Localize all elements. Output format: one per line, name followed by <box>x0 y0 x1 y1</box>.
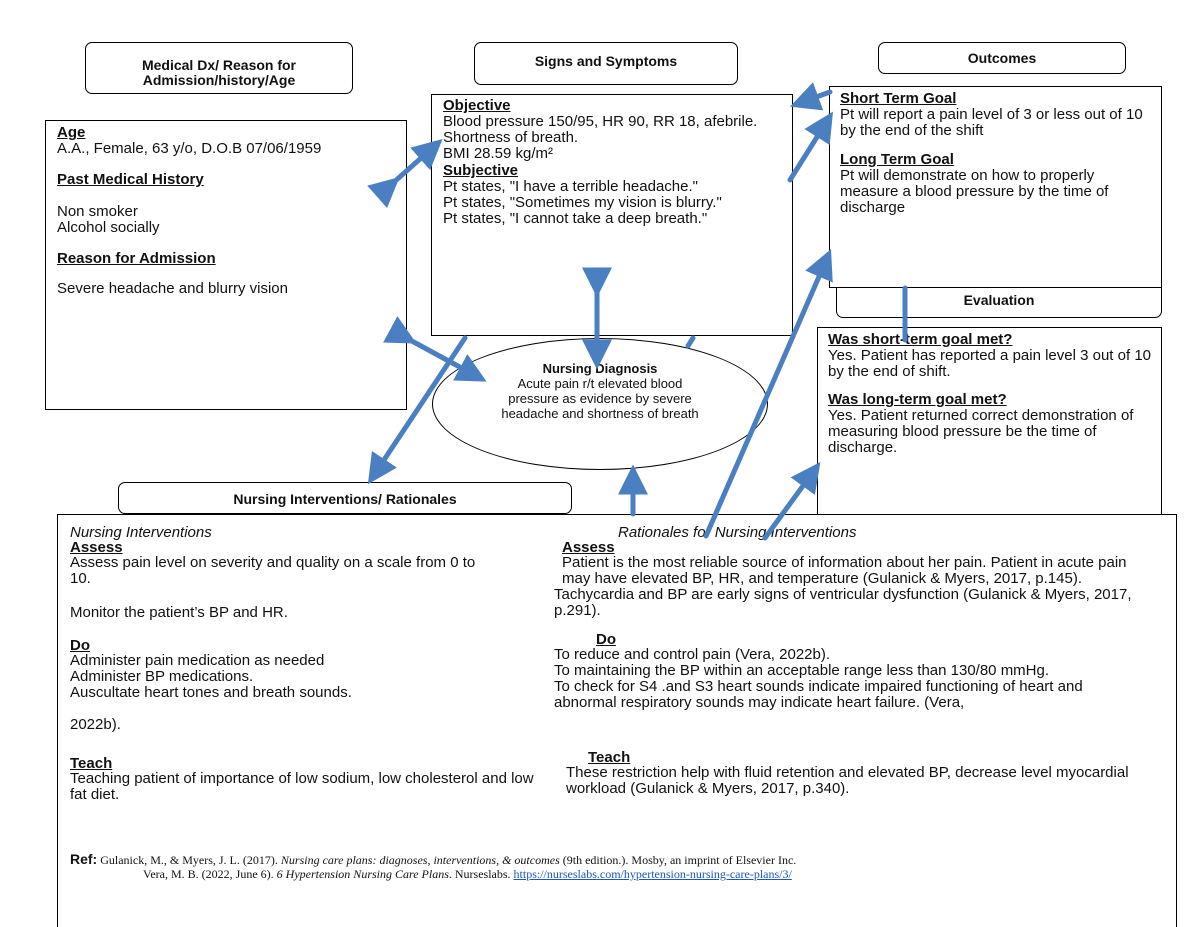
short-goal-heading: Short Term Goal <box>840 90 957 107</box>
intervention-item: Assess pain level on severity and qualit… <box>70 554 476 587</box>
interventions-title: Nursing Interventions <box>70 524 212 541</box>
reason-text: Severe headache and blurry vision <box>57 280 288 297</box>
eval-short-question: Was short-term goal met? <box>828 331 1013 348</box>
eval-short-answer: Yes. Patient has reported a pain level 3… <box>828 347 1152 380</box>
eval-long-question: Was long-term goal met? <box>828 391 1007 408</box>
outcomes-header: Outcomes <box>878 42 1126 74</box>
ref2-title: 6 Hypertension Nursing Care Plans <box>276 867 449 881</box>
subjective-line: Pt states, "I have a terrible headache." <box>443 178 698 195</box>
medical-dx-header: Medical Dx/ Reason for Admission/history… <box>85 42 353 94</box>
arrow-to-short-goal <box>787 111 833 183</box>
do-label: Do <box>70 637 90 654</box>
intervention-item: Monitor the patient’s BP and HR. <box>70 604 288 621</box>
references: Ref: Gulanick, M., & Myers, J. L. (2017)… <box>70 852 1160 881</box>
ref1-title: Nursing care plans: diagnoses, intervent… <box>280 853 560 867</box>
objective-heading: Objective <box>443 97 511 114</box>
do-label: Do <box>596 631 616 648</box>
ref2-link[interactable]: https://nurseslabs.com/hypertension-nurs… <box>513 867 792 881</box>
age-text: A.A., Female, 63 y/o, D.O.B 07/06/1959 <box>57 140 322 157</box>
eval-long-answer: Yes. Patient returned correct demonstrat… <box>828 407 1134 456</box>
intervention-item: Administer pain medication as needed <box>70 652 325 669</box>
objective-line: Shortness of breath. <box>443 129 579 146</box>
pmh-line: Alcohol socially <box>57 219 160 236</box>
subjective-line: Pt states, "Sometimes my vision is blurr… <box>443 194 722 211</box>
rationale-item: Tachycardia and BP are early signs of ve… <box>554 586 1132 619</box>
interventions-column: Nursing Interventions Assess Assess pain… <box>70 525 550 803</box>
intervention-item: 2022b). <box>70 716 121 733</box>
interventions-box: Nursing Interventions Assess Assess pain… <box>57 514 1177 927</box>
subjective-line: Pt states, "I cannot take a deep breath.… <box>443 210 708 227</box>
intervention-item: Teaching patient of importance of low so… <box>70 770 534 803</box>
short-goal-text: Pt will report a pain level of 3 or less… <box>840 106 1143 139</box>
outcomes-box: Short Term Goal Pt will report a pain le… <box>829 86 1162 288</box>
rationales-title: Rationales for Nursing Interventions <box>618 524 857 541</box>
diagnosis-ellipse: Nursing Diagnosis Acute pain r/t elevate… <box>432 338 768 470</box>
long-goal-text: Pt will demonstrate on how to properly m… <box>840 167 1109 216</box>
rationales-column: Rationales for Nursing Interventions Ass… <box>554 525 1154 797</box>
assess-label: Assess <box>562 539 615 556</box>
long-goal-heading: Long Term Goal <box>840 151 954 168</box>
arrow-outcomes-signs <box>789 82 833 111</box>
ref1-publisher: (9th edition.). Mosby, an imprint of Els… <box>562 853 797 867</box>
reason-heading: Reason for Admission <box>57 250 216 267</box>
rationale-item: To check for S4 .and S3 heart sounds ind… <box>554 678 1083 711</box>
signs-symptoms-header: Signs and Symptoms <box>474 42 738 85</box>
intervention-item: Auscultate heart tones and breath sounds… <box>70 684 352 701</box>
arrow-ellipse-signs <box>685 335 696 349</box>
subjective-heading: Subjective <box>443 162 519 179</box>
teach-label: Teach <box>588 749 631 766</box>
intervention-item: Administer BP medications. <box>70 668 254 685</box>
diagnosis-heading: Nursing Diagnosis <box>542 361 658 376</box>
ref1-authors: Gulanick, M., & Myers, J. L. (2017). <box>100 853 278 867</box>
diagnosis-text: Acute pain r/t elevated blood pressure a… <box>501 376 699 421</box>
objective-line: Blood pressure 150/95, HR 90, RR 18, afe… <box>443 113 758 130</box>
evaluation-box: Was short-term goal met? Yes. Patient ha… <box>817 327 1162 517</box>
age-heading: Age <box>57 124 86 141</box>
teach-label: Teach <box>70 755 113 772</box>
ref2-authors: Vera, M. B. (2022, June 6). <box>143 867 274 881</box>
signs-box: Objective Blood pressure 150/95, HR 90, … <box>431 94 793 336</box>
history-box: Age A.A., Female, 63 y/o, D.O.B 07/06/19… <box>45 120 407 410</box>
evaluation-header: Evaluation <box>836 282 1162 318</box>
objective-line: BMI 28.59 kg/m² <box>443 145 554 162</box>
ref-label: Ref: <box>70 851 98 867</box>
interventions-header: Nursing Interventions/ Rationales <box>118 482 572 514</box>
rationale-item: To maintaining the BP within an acceptab… <box>554 662 1050 679</box>
rationale-item: To reduce and control pain (Vera, 2022b)… <box>554 646 831 663</box>
ref2-site: . Nurseslabs. <box>448 867 511 881</box>
pmh-line: Non smoker <box>57 203 138 220</box>
rationale-item: These restriction help with fluid retent… <box>566 764 1129 797</box>
rationale-item: Patient is the most reliable source of i… <box>562 554 1127 587</box>
assess-label: Assess <box>70 539 123 556</box>
pmh-heading: Past Medical History <box>57 171 204 188</box>
